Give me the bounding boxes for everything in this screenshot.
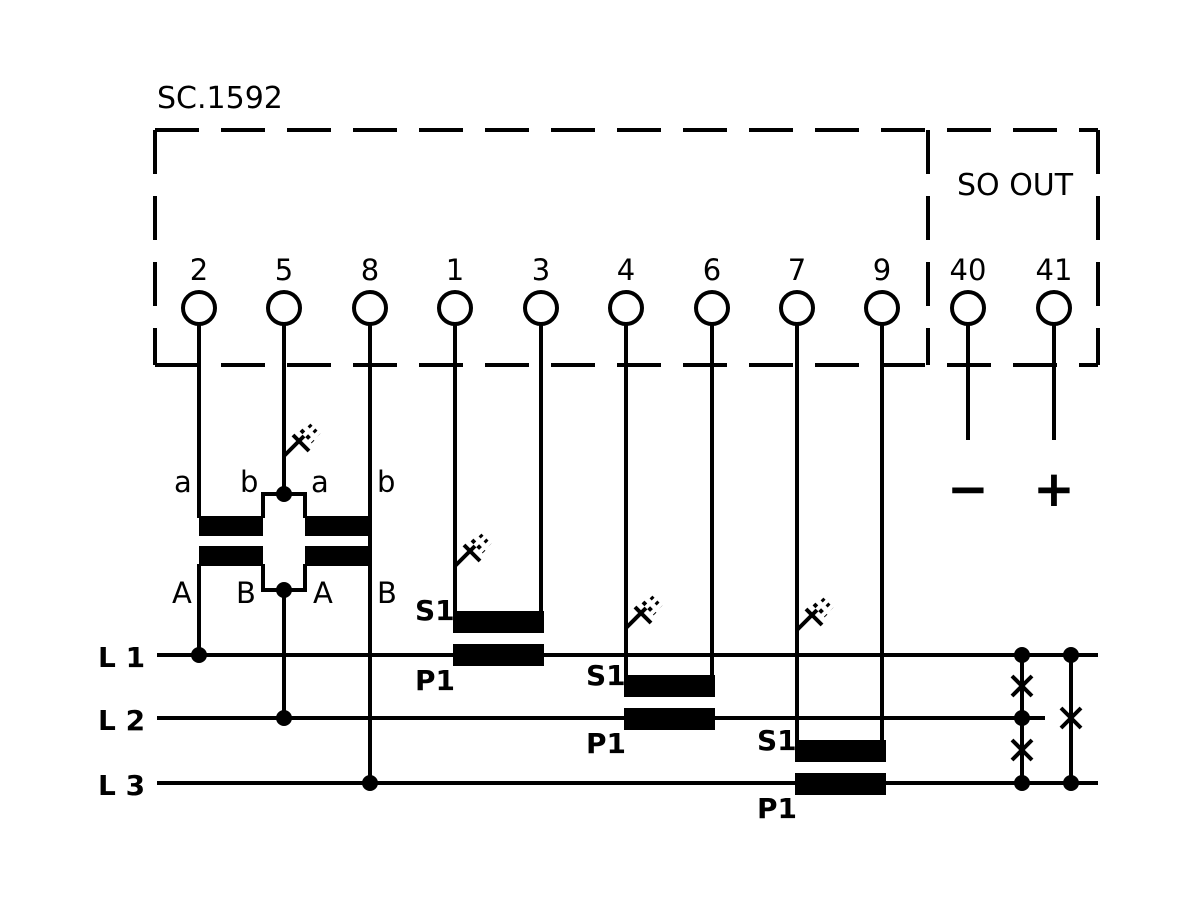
vt-label-b: b <box>240 465 258 499</box>
output-plus-sign: + <box>1033 460 1075 518</box>
terminal-9 <box>864 290 900 326</box>
so-out-label: SO OUT <box>957 168 1074 203</box>
vt-label-A: A <box>172 576 192 610</box>
terminal-40 <box>950 290 986 326</box>
terminal-2 <box>181 290 217 326</box>
current-transformer-l1 <box>453 611 544 666</box>
terminal-number-5: 5 <box>275 253 293 287</box>
ct-label-s1: S1 <box>415 594 455 627</box>
terminal-number-7: 7 <box>788 253 806 287</box>
earth-symbol <box>624 595 663 630</box>
junction-dot <box>276 710 292 726</box>
vt-label-B: B <box>377 576 397 610</box>
terminal-number-8: 8 <box>361 253 379 287</box>
output-minus-sign: − <box>947 460 989 518</box>
terminal-number-2: 2 <box>190 253 208 287</box>
terminal-number-3: 3 <box>532 253 550 287</box>
ct-label-p1: P1 <box>586 727 626 760</box>
voltage-transformer-2 <box>305 516 370 566</box>
vt-label-a: a <box>311 465 329 499</box>
terminal-4 <box>608 290 644 326</box>
device-label: SC.1592 <box>157 81 283 116</box>
earth-symbol <box>795 597 834 632</box>
terminal-5 <box>266 290 302 326</box>
vt-label-b: b <box>377 465 395 499</box>
vt-secondary-junction <box>261 486 307 518</box>
ct-label-s1: S1 <box>586 659 626 692</box>
ct-label-s1: S1 <box>757 724 797 757</box>
terminal-8 <box>352 290 388 326</box>
terminal-number-40: 40 <box>950 253 987 287</box>
voltage-transformer-1 <box>199 516 263 566</box>
line-label-l1: L 1 <box>98 641 145 674</box>
current-transformer-l3 <box>795 740 886 795</box>
fuse-group <box>1010 647 1083 791</box>
terminal-number-1: 1 <box>446 253 464 287</box>
terminal-wires <box>197 325 1056 743</box>
junction-dot <box>191 647 207 663</box>
vt-label-B: B <box>236 576 256 610</box>
terminal-number-41: 41 <box>1036 253 1073 287</box>
line-label-l3: L 3 <box>98 769 145 802</box>
current-transformer-l2 <box>624 675 715 730</box>
terminal-41 <box>1036 290 1072 326</box>
line-label-l2: L 2 <box>98 704 145 737</box>
terminal-number-9: 9 <box>873 253 891 287</box>
junction-dot <box>362 775 378 791</box>
earth-symbol <box>282 423 321 458</box>
ct-label-p1: P1 <box>757 792 797 825</box>
vt-label-A: A <box>313 576 333 610</box>
terminal-3 <box>523 290 559 326</box>
earth-symbol <box>453 533 492 568</box>
terminal-number-4: 4 <box>617 253 635 287</box>
terminal-6 <box>694 290 730 326</box>
ct-label-p1: P1 <box>415 664 455 697</box>
vt-primary-junction <box>261 564 307 718</box>
vt-label-a: a <box>174 465 192 499</box>
terminal-1 <box>437 290 473 326</box>
terminal-7 <box>779 290 815 326</box>
terminal-number-6: 6 <box>703 253 721 287</box>
